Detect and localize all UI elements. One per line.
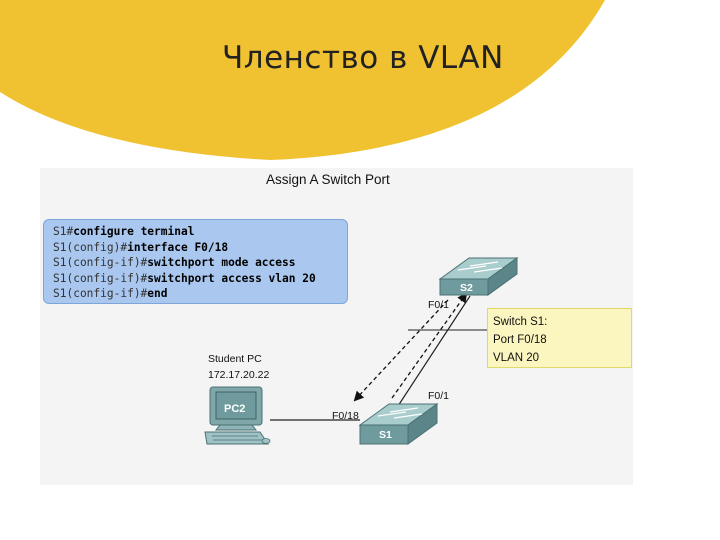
command-line: S1#configure terminal <box>53 224 347 240</box>
info-line-switch: Switch S1: <box>493 316 548 328</box>
pc-ip-label: 172.17.20.22 <box>208 369 270 381</box>
switch-s2-label: S2 <box>460 282 473 294</box>
pc-name-label: Student PC <box>208 353 262 365</box>
pc-label: PC2 <box>224 403 245 415</box>
command-text: end <box>147 287 168 300</box>
page-title: Членство в VLAN <box>222 40 504 76</box>
command-line: S1(config-if)#switchport access vlan 20 <box>53 271 347 287</box>
command-text: interface F0/18 <box>127 240 229 254</box>
switch-info-callout: Switch S1: Port F0/18 VLAN 20 <box>487 308 632 368</box>
command-text: switchport mode access <box>147 256 296 269</box>
switch-s1-label: S1 <box>379 429 392 441</box>
command-prompt: S1(config)# <box>53 240 128 254</box>
command-prompt: S1(config-if)# <box>53 287 148 300</box>
switch-s1-icon <box>358 403 439 445</box>
command-prompt: S1# <box>53 225 74 238</box>
command-text: switchport access vlan 20 <box>147 271 316 285</box>
command-line: S1(config)#interface F0/18 <box>53 240 347 256</box>
figure-title: Assign A Switch Port <box>266 172 390 187</box>
command-line: S1(config-if)#end <box>53 286 347 302</box>
command-line: S1(config-if)#switchport mode access <box>53 255 347 271</box>
switch-s2-icon <box>438 257 519 296</box>
traffic-arrow-to-s2 <box>391 292 468 399</box>
yellow-circle-decoration <box>0 0 605 160</box>
command-prompt: S1(config-if)# <box>53 271 148 285</box>
command-box: S1#configure terminal S1(config)#interfa… <box>43 219 348 304</box>
info-line-port: Port F0/18 <box>493 334 547 346</box>
port-label-s1-f01: F0/1 <box>428 390 450 402</box>
traffic-arrow-to-pc <box>353 299 449 402</box>
port-label-s1-f018: F0/18 <box>332 410 359 422</box>
pc-icon <box>204 386 271 445</box>
info-line-vlan: VLAN 20 <box>493 352 540 364</box>
command-text: configure terminal <box>73 225 195 238</box>
command-prompt: S1(config-if)# <box>53 256 148 269</box>
link-s1-s2 <box>397 295 471 407</box>
port-label-s2-f01: F0/1 <box>428 299 450 311</box>
